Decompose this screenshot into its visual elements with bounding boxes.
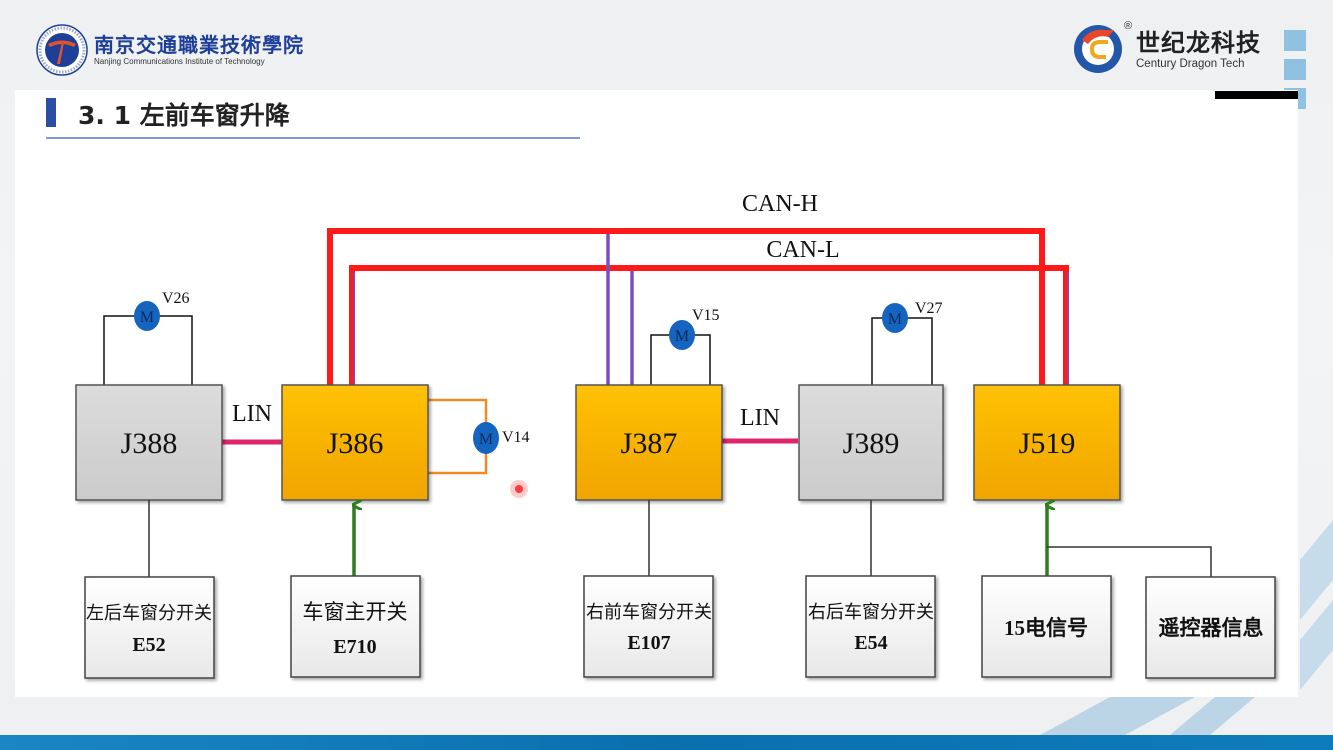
lin-label-right: LIN [740,405,780,431]
motor-icon [473,422,499,454]
switch-code: E54 [854,632,887,654]
title-underline [46,137,580,139]
can-h-label: CAN-H [742,191,818,217]
module-label: J387 [621,427,678,460]
svg-text:M: M [140,309,154,326]
signal-remote: 遥控器信息 [1145,576,1276,679]
decor-square [1284,59,1306,80]
motor-v14: M V14 [473,422,530,454]
module-label: J388 [121,427,178,460]
nanjing-communications-emblem-icon [36,24,88,76]
module-j386: J386 [281,384,429,501]
motor-label: V27 [915,300,943,317]
switch-e710: 车窗主开关 E710 [290,575,421,678]
pointer-dot [515,485,523,493]
motor-icon [134,301,160,331]
black-bar [1215,91,1298,99]
section-title: 3. 1 左前车窗升降 [78,101,290,130]
can-l-line [349,265,1069,385]
motor-icon [882,303,908,333]
footer-bar [0,735,1333,750]
motor-icon [669,320,695,350]
switch-e54: 右后车窗分开关 E54 [805,575,936,678]
switch-code: E107 [627,632,670,654]
institute-name-en: Nanjing Communications Institute of Tech… [94,57,265,66]
module-j519: J519 [973,384,1121,501]
motor-v15: M V15 [669,307,720,350]
switch-e52: 左后车窗分开关 E52 [84,576,215,679]
connector-remote [1047,546,1212,577]
svg-text:M: M [675,328,689,345]
switch-name: 车窗主开关 [303,600,408,624]
decor-square [1284,30,1306,51]
can-h-bus [327,228,1045,385]
can-l-label: CAN-L [766,237,839,263]
institute-name-cn: 南京交通職業技術學院 [94,33,304,57]
signal-name: 遥控器信息 [1159,616,1264,640]
can-l-bus [349,265,1069,385]
company-name-cn: 世纪龙科技 [1136,29,1261,57]
motor-v27: M V27 [882,300,943,333]
switch-code: E710 [333,636,376,658]
module-j387: J387 [575,384,723,501]
diagonal-stripe [1300,520,1333,620]
lin-label-left: LIN [232,401,272,427]
module-label: J519 [1019,427,1076,460]
company-name-en: Century Dragon Tech [1136,57,1245,70]
module-label: J389 [843,427,900,460]
title-marker [46,98,56,127]
institute-logo: 南京交通職業技術學院 Nanjing Communications Instit… [36,24,304,76]
signal-15: 15电信号 [981,575,1112,678]
switch-e107: 右前车窗分开关 E107 [583,575,714,678]
switch-name: 左后车窗分开关 [86,603,212,623]
company-logo: ® 世纪龙科技 Century Dragon Tech [1072,20,1261,79]
signal-name: 15电信号 [1004,616,1088,640]
motor-v26: M V26 [134,290,190,331]
motor-label: V26 [162,290,190,307]
century-dragon-logo-icon [1074,25,1122,73]
diagonal-stripe [1300,600,1333,690]
can-h-line [327,228,1045,385]
svg-text:M: M [888,311,902,328]
switch-name: 右后车窗分开关 [808,602,934,622]
diagonal-stripe [1040,697,1195,735]
switch-code: E52 [132,634,165,656]
module-j389: J389 [798,384,944,501]
svg-text:M: M [479,431,493,448]
motor-label: V15 [692,307,720,324]
diagonal-stripe [1170,697,1255,735]
module-label: J386 [327,427,384,460]
motor-label: V14 [502,429,530,446]
switch-name: 右前车窗分开关 [586,602,712,622]
module-j388: J388 [75,384,223,501]
registered-mark: ® [1124,20,1133,32]
